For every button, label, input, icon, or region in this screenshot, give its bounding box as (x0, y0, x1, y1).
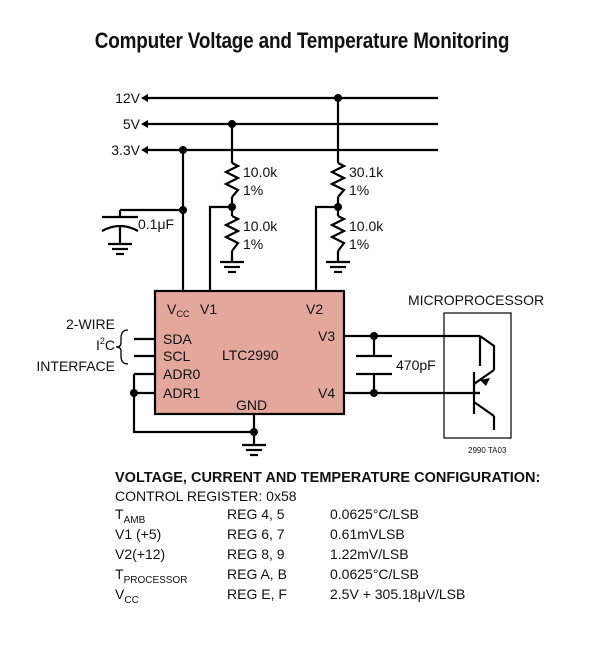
capacitor-0-1uf (101, 215, 139, 256)
config-row: V1 (+5) REG 6, 7 0.61mVLSB (115, 526, 575, 546)
microprocessor-box (443, 312, 512, 439)
wires (118, 96, 496, 445)
config-row-register: REG 4, 5 (227, 506, 285, 522)
rail-arrows (141, 94, 148, 154)
chip-body (153, 289, 346, 416)
interface-line2: I2C (96, 336, 115, 353)
interface-line3: INTERFACE (36, 358, 115, 374)
config-row: V2(+12) REG 8, 9 1.22mV/LSB (115, 546, 575, 566)
config-row-value: 0.0625°C/LSB (330, 566, 419, 582)
pin-adr0: ADR0 (163, 366, 201, 382)
config-row-value: 1.22mV/LSB (330, 546, 409, 562)
pin-sda: SDA (163, 331, 192, 347)
pin-vcc: VCC (167, 301, 190, 319)
divider2-bottom-value: 10.0k (349, 218, 384, 234)
config-rows: TAMB REG 4, 5 0.0625°C/LSB V1 (+5) REG 6, 7 0… (115, 506, 575, 606)
config-row-name: VCC (115, 586, 139, 606)
chip-name: LTC2990 (222, 347, 279, 363)
pin-adr1: ADR1 (163, 385, 201, 401)
config-row-value: 0.61mVLSB (330, 526, 405, 542)
figure-id: 2990 TA03 (468, 446, 507, 455)
circuit-schematic: 12V 5V 3.3V 0.1μF 10.0k 1% 10.0k 1% 30.1… (36, 90, 544, 457)
config-row: TPROCESSOR REG A, B 0.0625°C/LSB (115, 566, 575, 586)
rail-label-12v: 12V (115, 90, 141, 106)
config-row-register: REG 8, 9 (227, 546, 285, 562)
transistor-arrow (480, 378, 490, 386)
cap-470pf-label: 470pF (396, 357, 436, 373)
divider2-top-value: 30.1k (349, 164, 384, 180)
divider1-top-tolerance: 1% (243, 182, 263, 198)
pin-v2: V2 (306, 301, 323, 317)
divider1-bottom-tolerance: 1% (243, 236, 263, 252)
pin-scl: SCL (163, 348, 190, 364)
config-row-name: V2(+12) (115, 546, 166, 562)
rail-label-5v: 5V (123, 116, 141, 132)
config-row-register: REG E, F (227, 586, 287, 602)
config-row-name: V1 (+5) (115, 526, 162, 542)
microprocessor-label: MICROPROCESSOR (408, 292, 544, 308)
pin-v4: V4 (318, 385, 335, 401)
config-row-register: REG 6, 7 (227, 526, 285, 542)
control-register: CONTROL REGISTER: 0x58 (115, 488, 297, 504)
config-row: VCC REG E, F 2.5V + 305.18μV/LSB (115, 586, 575, 606)
ground-symbols (220, 260, 350, 457)
interface-line1: 2-WIRE (66, 316, 115, 332)
divider2-bottom-tolerance: 1% (349, 236, 369, 252)
configuration-table: VOLTAGE, CURRENT AND TEMPERATURE CONFIGU… (115, 470, 575, 606)
config-row-name: TAMB (115, 506, 146, 526)
config-row-value: 0.0625°C/LSB (330, 506, 419, 522)
page-title: Computer Voltage and Temperature Monitor… (94, 28, 510, 53)
pin-v1: V1 (200, 301, 217, 317)
divider1-bottom-value: 10.0k (243, 218, 278, 234)
resistors (223, 162, 347, 252)
config-title: VOLTAGE, CURRENT AND TEMPERATURE CONFIGU… (115, 470, 541, 486)
junction-dots (130, 94, 378, 436)
rail-label-3v3: 3.3V (111, 142, 140, 158)
pin-gnd: GND (236, 397, 267, 413)
pin-v3: V3 (318, 328, 335, 344)
config-row: TAMB REG 4, 5 0.0625°C/LSB (115, 506, 575, 526)
interface-brace (115, 329, 129, 365)
divider1-top-value: 10.0k (243, 164, 278, 180)
config-row-value: 2.5V + 305.18μV/LSB (330, 586, 466, 602)
divider2-top-tolerance: 1% (349, 182, 369, 198)
config-row-name: TPROCESSOR (115, 566, 188, 586)
config-row-register: REG A, B (227, 566, 287, 582)
capacitor-label: 0.1μF (138, 216, 174, 232)
